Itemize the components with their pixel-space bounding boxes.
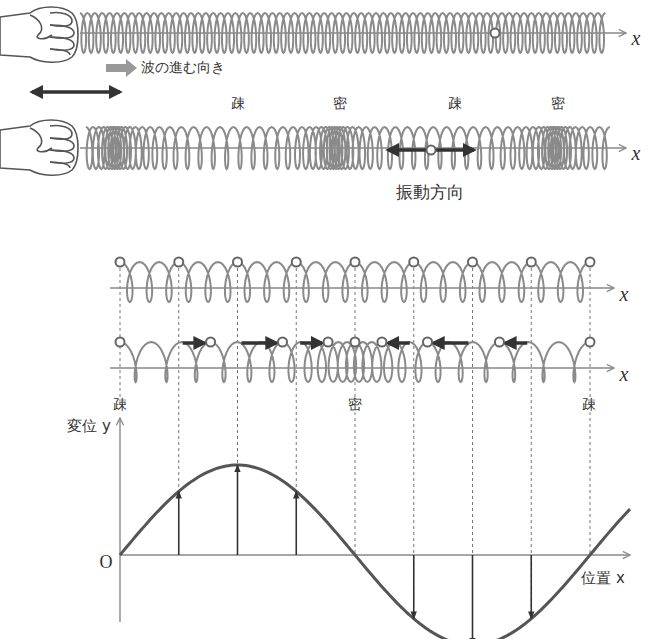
axis-line [119,418,120,622]
particle-marker [423,338,432,347]
rarefaction-label: 疎 [447,96,463,111]
hand-fist [0,120,78,175]
displacement-arrow [237,465,239,555]
compression-label: 密 [332,96,348,111]
hand-outline [30,15,52,39]
hand-outline [50,138,74,151]
particle-marker [233,258,242,267]
axis-title: 変位 y [66,418,112,435]
guide-dashed-line [237,268,238,465]
particle-marker [324,338,333,347]
particle-marker [116,258,125,267]
particle-marker [409,258,418,267]
oscillation-label: 振動方向 [395,183,465,202]
hand-outline [50,125,72,139]
hand-outline [50,162,70,168]
hand-outline [0,7,78,62]
axis-label: x [619,363,630,385]
compression-label: 密 [550,96,566,111]
spring-coil [80,13,605,53]
displacement-arrow [178,491,180,555]
compression-label: 密 [347,397,363,412]
guide-dashed-line [296,268,297,491]
particle-marker [351,338,360,347]
hand-outline [0,120,78,175]
hand-outline [50,150,74,163]
hand-outline [50,25,74,38]
displacement-arrow [242,341,277,345]
particle-marker [427,146,436,155]
particle-marker [351,258,360,267]
spring-coil [86,127,610,169]
axis-line [120,554,630,555]
rarefaction-label: 疎 [112,397,128,412]
displacement-arrow [413,555,415,619]
particle-marker [527,258,536,267]
particle-marker [495,338,504,347]
particle-marker [377,338,386,347]
particle-marker [468,258,477,267]
displacement-arrow [388,341,410,345]
hand-outline [30,128,52,152]
spring-coil [120,262,590,302]
axis-label: x [619,283,630,305]
displacement-arrow [434,341,469,345]
particle-marker [586,258,595,267]
displacement-arrow [505,341,527,345]
particle-marker [292,258,301,267]
displacement-arrow [295,491,297,555]
particle-marker [491,29,500,38]
spring-coil [120,342,590,382]
hand-outline [50,37,74,50]
particle-marker [116,338,125,347]
particle-marker [206,338,215,347]
displacement-arrow [472,555,474,639]
origin-label: O [99,553,114,573]
guide-dashed-line [531,268,532,619]
particle-marker [174,258,183,267]
oscillation-arrow [32,90,120,94]
propagation-arrow [106,59,137,77]
guide-dashed-line [178,268,179,491]
particle-marker [278,338,287,347]
displacement-arrow [183,341,205,345]
displacement-curve [120,465,630,639]
axis-label: x [631,142,642,164]
axis-label: x [631,27,642,49]
rarefaction-label: 疎 [581,397,597,412]
axis-title: 位置 x [580,570,626,587]
hand-fist [0,7,78,62]
hand-outline [50,49,70,55]
guide-dashed-line [413,268,414,619]
direction-label: 波の進む向き [140,60,226,75]
particle-marker [586,338,595,347]
guide-dashed-line [472,268,473,639]
displacement-arrow [300,341,322,345]
displacement-arrow [530,555,532,619]
rarefaction-label: 疎 [230,96,246,111]
hand-outline [50,12,72,26]
